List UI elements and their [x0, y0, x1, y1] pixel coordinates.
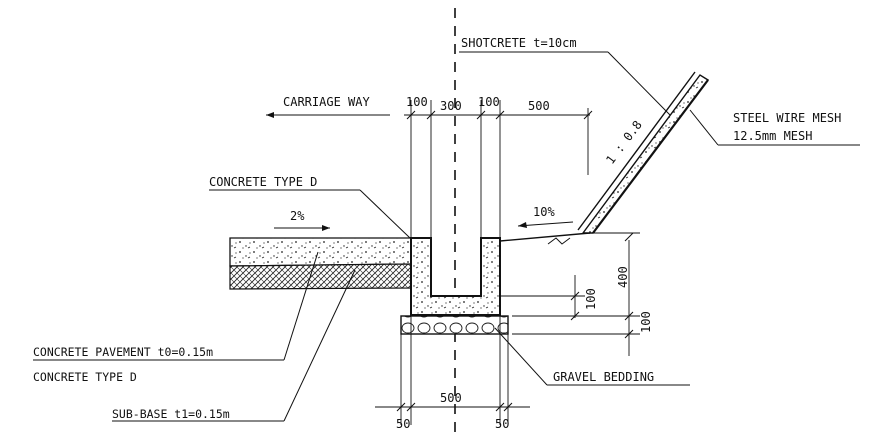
dim-right-bedding: 100 [639, 311, 653, 333]
dim-right-depth: 400 [616, 266, 630, 288]
concrete-pavement-label: CONCRETE PAVEMENT t0=0.15m [33, 345, 213, 359]
concrete-pavement-leader: CONCRETE PAVEMENT t0=0.15m [33, 251, 319, 361]
slope-right-label: 10% [533, 205, 555, 219]
concrete-type-d-bottom-label: CONCRETE TYPE D [33, 370, 137, 384]
concrete-type-d-top-leader: CONCRETE TYPE D [209, 175, 411, 239]
dim-top-channel: 300 [440, 99, 462, 113]
dim-top-shoulder: 500 [528, 99, 550, 113]
dim-bottom-left: 50 [396, 417, 410, 431]
gravel-bedding-leader: GRAVEL BEDDING [494, 327, 690, 386]
slope-left-label: 2% [290, 209, 305, 223]
sub-base-leader: SUB-BASE t1=0.15m [112, 269, 356, 422]
gravel-bedding-label: GRAVEL BEDDING [553, 370, 654, 384]
concrete-type-d-bottom: CONCRETE TYPE D [33, 370, 137, 384]
dim-bottom-width: 500 [440, 391, 462, 405]
concrete-type-d-top-label: CONCRETE TYPE D [209, 175, 317, 189]
sub-base-label: SUB-BASE t1=0.15m [112, 407, 230, 421]
top-dimensions: 100 300 100 500 [404, 95, 593, 238]
steel-wire-mesh-leader [689, 109, 860, 146]
shotcrete-leader [459, 51, 671, 116]
slope-right-indicator: 10% [517, 205, 574, 228]
sub-base-layer [229, 263, 412, 290]
concrete-pavement-layer [229, 237, 412, 267]
dim-bottom-right: 50 [495, 417, 509, 431]
dim-top-right-wall: 100 [478, 95, 500, 109]
steel-wire-mesh-callout: STEEL WIRE MESH 12.5mm MESH [733, 111, 841, 143]
u-drain-concrete [410, 237, 501, 316]
carriage-way-label: CARRIAGE WAY [283, 95, 370, 109]
dim-top-left-wall: 100 [406, 95, 428, 109]
steel-wire-mesh-label: STEEL WIRE MESH [733, 111, 841, 125]
gravel-bedding [400, 315, 509, 335]
right-dimensions: 400 100 100 [500, 232, 653, 356]
mesh-size-label: 12.5mm MESH [733, 129, 812, 143]
dim-right-base: 100 [584, 288, 598, 310]
carriage-way-indicator: CARRIAGE WAY [266, 95, 390, 118]
shotcrete-label: SHOTCRETE t=10cm [461, 36, 577, 50]
slope-shotcrete [577, 71, 710, 234]
shotcrete-callout: SHOTCRETE t=10cm [461, 36, 577, 50]
slope-left-indicator: 2% [274, 209, 330, 231]
ground-line-right [499, 232, 640, 245]
